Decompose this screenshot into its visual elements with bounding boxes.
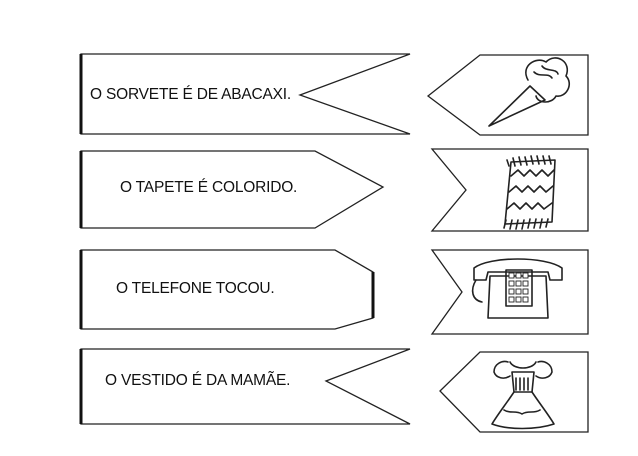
picture-card-4[interactable] [439, 351, 589, 433]
sentence-text-4: O VESTIDO É DA MAMÃE. [105, 372, 291, 389]
rug-icon [503, 155, 556, 230]
sentence-text-2: O TAPETE É COLORIDO. [120, 179, 298, 196]
dress-icon [491, 360, 555, 430]
picture-card-1[interactable] [426, 54, 589, 136]
sentence-card-4[interactable] [79, 348, 411, 425]
picture-card-3[interactable] [430, 249, 589, 335]
sentence-card-1[interactable] [79, 53, 411, 135]
sentence-text-3: O TELEFONE TOCOU. [116, 280, 275, 297]
sentence-card-2[interactable] [79, 150, 385, 229]
sentence-text-1: O SORVETE É DE ABACAXI. [90, 86, 291, 103]
ice-cream-icon [488, 57, 571, 127]
sentence-card-3[interactable] [79, 249, 375, 330]
telephone-icon [471, 258, 563, 319]
picture-card-2[interactable] [430, 148, 589, 232]
